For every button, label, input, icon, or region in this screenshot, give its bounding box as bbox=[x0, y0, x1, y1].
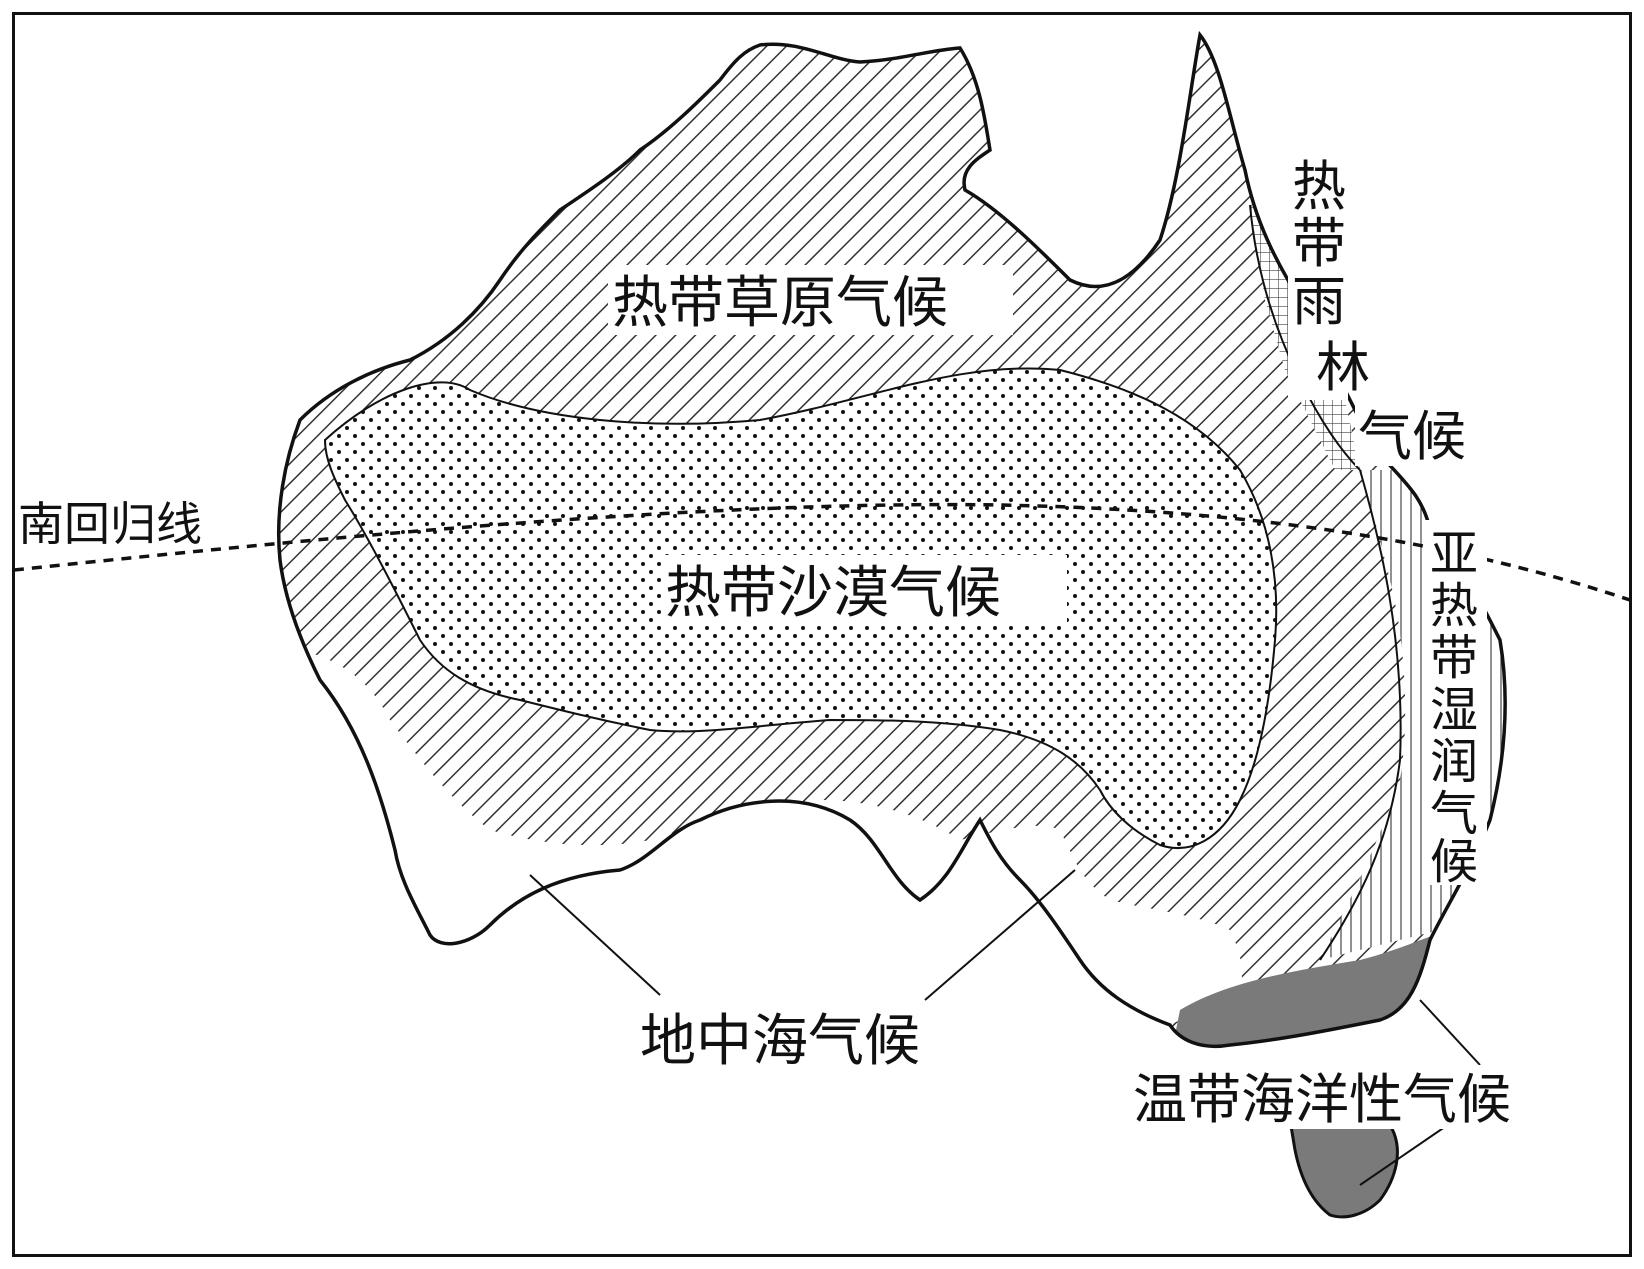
savanna-label: 热带草原气候 bbox=[612, 271, 948, 336]
desert-label-group: 热带沙漠气候 bbox=[662, 555, 1067, 626]
tropic-label-group: 南回归线 bbox=[18, 497, 202, 551]
oceanic-label: 温带海洋性气候 bbox=[1133, 1068, 1511, 1131]
rainforest-label-group: 热 带 雨 林 气候 bbox=[1288, 150, 1485, 468]
subtropical-char-1: 亚 bbox=[1430, 526, 1478, 582]
tropic-of-capricorn-line bbox=[13, 502, 1631, 602]
mediterranean-label-group: 地中海气候 bbox=[640, 1009, 920, 1074]
subtropical-char-6: 气 bbox=[1430, 786, 1478, 842]
subtropical-char-5: 润 bbox=[1430, 734, 1478, 790]
subtropical-char-4: 湿 bbox=[1430, 682, 1478, 738]
leader-lines bbox=[529, 869, 1481, 1186]
rainforest-char-4: 林 bbox=[1316, 336, 1370, 399]
rainforest-char-3: 雨 bbox=[1292, 270, 1346, 333]
savanna-label-group: 热带草原气候 bbox=[608, 265, 1013, 336]
subtropical-char-2: 热 bbox=[1430, 578, 1478, 634]
oceanic-label-group: 温带海洋性气候 bbox=[1130, 1065, 1570, 1131]
subtropical-char-7: 候 bbox=[1430, 834, 1478, 890]
humid-subtropical-label-group: 亚 热 带 湿 润 气 候 bbox=[1425, 520, 1487, 890]
rainforest-char-2: 带 bbox=[1292, 212, 1346, 275]
rainforest-char-1: 热 bbox=[1292, 155, 1346, 218]
tropic-label: 南回归线 bbox=[18, 497, 202, 551]
desert-label: 热带沙漠气候 bbox=[665, 561, 1001, 626]
rainforest-label-tail: 气候 bbox=[1358, 405, 1466, 468]
mediterranean-label: 地中海气候 bbox=[640, 1009, 920, 1074]
subtropical-char-3: 带 bbox=[1430, 630, 1478, 686]
